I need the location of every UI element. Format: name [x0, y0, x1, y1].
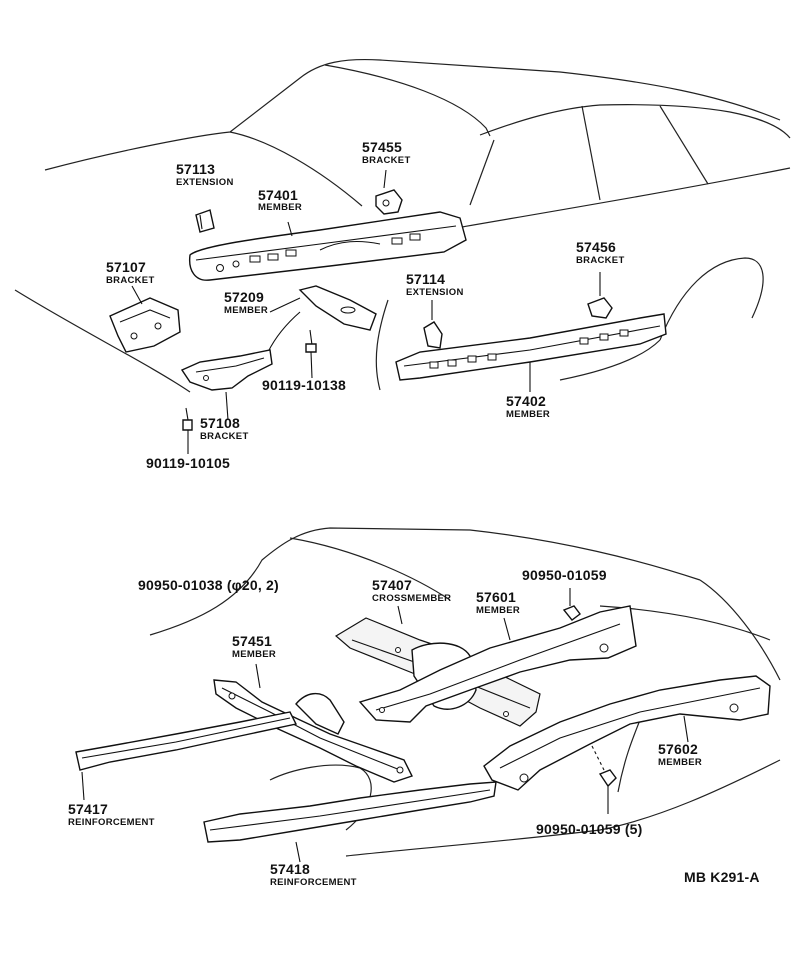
part-57401-number: 57401 — [258, 187, 298, 203]
part-57451-number: 57451 — [232, 633, 272, 649]
part-57209-member-drawing — [267, 285, 377, 353]
bolt-90119-10138-drawing — [305, 329, 317, 379]
part-57114-number: 57114 — [406, 271, 446, 287]
part-57113-name: EXTENSION — [176, 177, 234, 188]
part-57114-extension-drawing — [423, 300, 443, 349]
part-57418-reinforcement-drawing — [203, 781, 497, 863]
part-57602-number: 57602 — [658, 741, 698, 757]
part-57451-member-drawing — [213, 663, 413, 783]
part-57108-bracket-drawing — [180, 349, 273, 421]
part-57107-name: BRACKET — [106, 275, 155, 286]
part-57418-name: REINFORCEMENT — [270, 877, 357, 888]
part-57456-name: BRACKET — [576, 255, 625, 266]
part-57418-number: 57418 — [270, 861, 310, 877]
part-57401-member-drawing — [188, 211, 467, 281]
part-57113-extension-drawing — [195, 209, 215, 233]
part-57451-name: MEMBER — [232, 649, 277, 660]
plug-90950-01059-upper-drawing — [562, 588, 581, 621]
bolt-90119-10138-number: 90119-10138 — [262, 377, 346, 393]
part-57402-member-drawing — [395, 313, 667, 392]
part-57401-name: MEMBER — [258, 202, 303, 213]
upper-car-body-outline — [14, 58, 791, 393]
diagram-code: MB K291-A — [684, 869, 760, 885]
part-57601-number: 57601 — [476, 589, 516, 605]
part-57601-member-drawing — [358, 605, 637, 723]
plug-90950-01059-lower-number: 90950-01059 (5) — [536, 821, 643, 837]
plug-90950-01059-lower-drawing — [598, 769, 617, 814]
plug-90950-01038-number: 90950-01038 (φ20, 2) — [138, 577, 279, 593]
part-57455-name: BRACKET — [362, 155, 411, 166]
part-57417-number: 57417 — [68, 801, 108, 817]
part-57602-name: MEMBER — [658, 757, 703, 768]
part-57602-member-drawing — [483, 675, 771, 791]
part-57456-bracket-drawing — [587, 272, 613, 319]
part-57417-reinforcement-drawing — [75, 711, 298, 801]
part-57402-name: MEMBER — [506, 409, 551, 420]
part-57107-number: 57107 — [106, 259, 146, 275]
bolt-90119-10105-drawing — [182, 407, 193, 454]
part-57407-name: CROSSMEMBER — [372, 593, 452, 604]
part-57601-name: MEMBER — [476, 605, 521, 616]
part-57107-bracket-drawing — [109, 285, 181, 353]
plug-90950-01059-upper-number: 90950-01059 — [522, 567, 607, 583]
part-57114-name: EXTENSION — [406, 287, 464, 298]
part-57407-number: 57407 — [372, 577, 412, 593]
part-57402-number: 57402 — [506, 393, 546, 409]
part-57455-number: 57455 — [362, 139, 402, 155]
part-57108-name: BRACKET — [200, 431, 249, 442]
bolt-90119-10105-number: 90119-10105 — [146, 455, 230, 471]
part-57209-name: MEMBER — [224, 305, 269, 316]
part-57417-name: REINFORCEMENT — [68, 817, 155, 828]
part-57108-number: 57108 — [200, 415, 240, 431]
part-57455-bracket-drawing — [375, 169, 403, 215]
part-57209-number: 57209 — [224, 289, 264, 305]
part-57456-number: 57456 — [576, 239, 616, 255]
part-57113-number: 57113 — [176, 161, 216, 177]
